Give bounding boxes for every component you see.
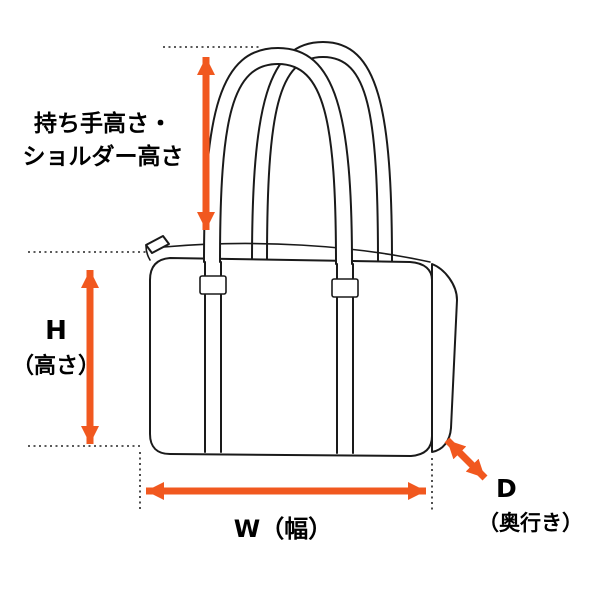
- zipper-pull: [145, 235, 170, 254]
- height-label-kanji: （高さ）: [11, 354, 100, 379]
- strap-patch: [331, 278, 359, 298]
- depth-arrow: [444, 437, 488, 481]
- height-label: H （高さ）: [8, 314, 104, 384]
- dimension-arrows: [80, 57, 488, 501]
- bag-rear-handle: [251, 41, 393, 263]
- handle-height-label-line1: 持ち手高さ・: [34, 111, 172, 137]
- depth-label: D （奥行き）: [478, 472, 596, 540]
- handle-height-label: 持ち手高さ・ ショルダー高さ: [12, 108, 194, 174]
- width-label-text: W（幅）: [233, 515, 333, 543]
- width-label: W（幅）: [178, 514, 388, 544]
- handle-height-label-line2: ショルダー高さ: [22, 144, 184, 170]
- extension-lines: [28, 46, 433, 512]
- depth-label-kanji: （奥行き）: [478, 511, 583, 535]
- depth-label-letter: D: [496, 474, 517, 503]
- strap-patch: [199, 275, 227, 295]
- height-label-letter: H: [45, 316, 67, 346]
- bag-body: [145, 235, 458, 457]
